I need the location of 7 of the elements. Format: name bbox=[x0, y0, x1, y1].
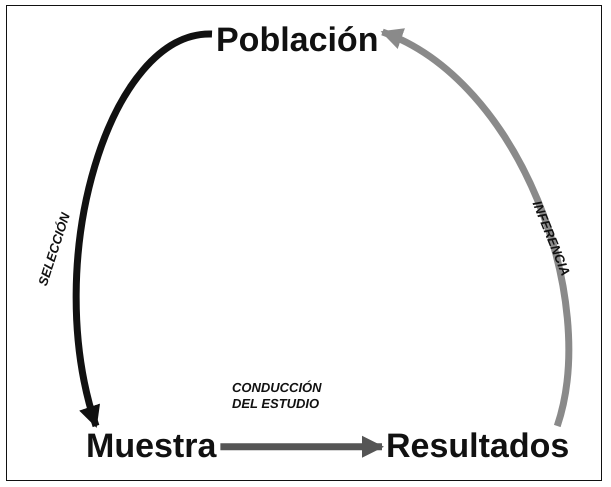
node-label: Muestra bbox=[86, 428, 216, 466]
curved-arrow bbox=[220, 436, 384, 458]
curved-arrow bbox=[380, 28, 572, 427]
node-label: Resultados bbox=[386, 428, 570, 466]
curved-arrow bbox=[72, 30, 213, 428]
node-label: Población bbox=[216, 22, 378, 60]
edge-label: CONDUCCIÓN DEL ESTUDIO bbox=[232, 380, 323, 412]
